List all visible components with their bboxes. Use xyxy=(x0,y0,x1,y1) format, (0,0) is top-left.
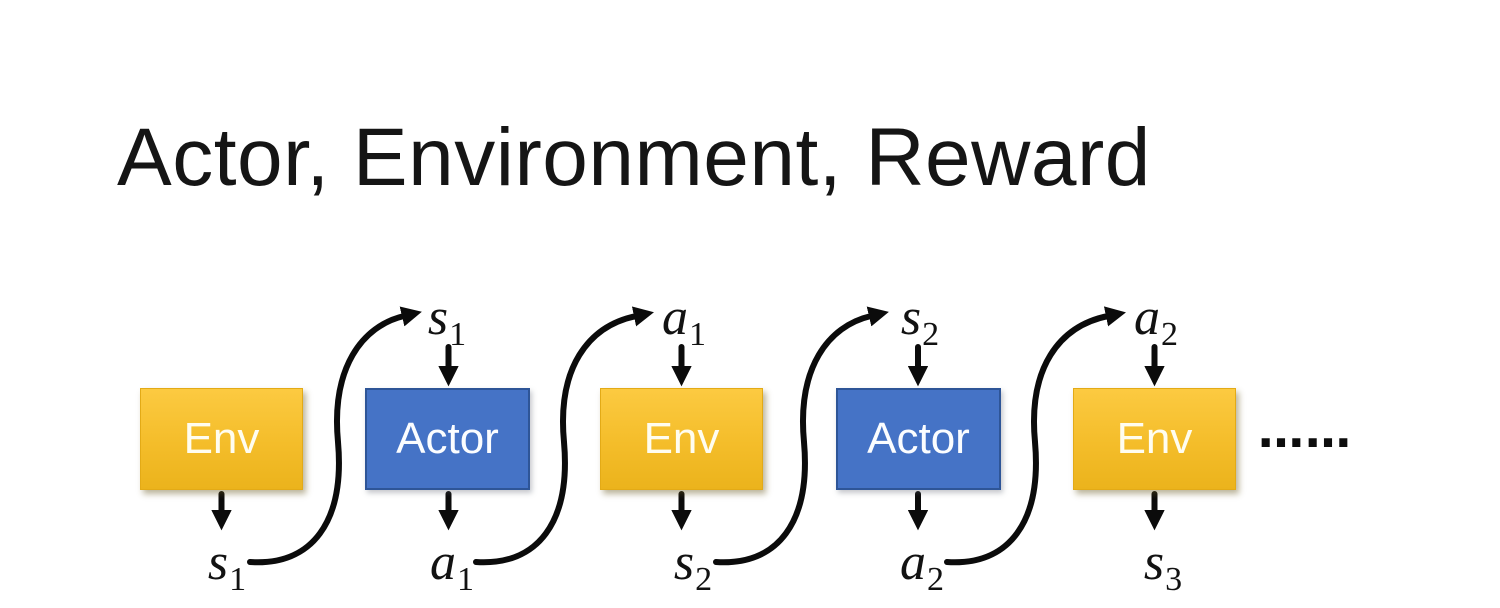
label-a2-bottom-base: a xyxy=(900,534,926,591)
env-box-2: Env xyxy=(600,388,763,490)
label-s2-top: s2 xyxy=(900,289,939,352)
label-a1-bottom: a1 xyxy=(430,534,474,597)
label-a1-bottom-sub: 1 xyxy=(457,561,474,598)
label-s2-bottom-base: s xyxy=(673,534,695,591)
env-box-2-label: Env xyxy=(643,414,720,463)
env-box-3: Env xyxy=(1073,388,1236,490)
label-s3-bottom-base: s xyxy=(1143,534,1165,591)
label-s2-top-sub: 2 xyxy=(922,316,940,353)
label-s1-bottom-sub: 1 xyxy=(229,561,247,598)
actor-box-1: Actor xyxy=(365,388,530,490)
label-s1-top-base: s xyxy=(427,289,449,346)
label-a2-bottom: a2 xyxy=(900,534,944,597)
actor-box-2-label: Actor xyxy=(867,414,970,463)
label-a1-bottom-base: a xyxy=(430,534,456,591)
label-a2-bottom-sub: 2 xyxy=(927,561,944,598)
label-s2-bottom: s2 xyxy=(673,534,712,597)
label-s1-bottom-base: s xyxy=(207,534,229,591)
label-a1-top-sub: 1 xyxy=(689,316,706,353)
curved-arrow-a1 xyxy=(473,306,654,566)
label-s1-bottom: s1 xyxy=(207,534,246,597)
label-a2-top: a2 xyxy=(1134,289,1178,352)
continuation-ellipsis: …… xyxy=(1258,404,1352,458)
label-a2-top-sub: 2 xyxy=(1161,316,1178,353)
label-a2-top-base: a xyxy=(1134,289,1160,346)
env-box-1-label: Env xyxy=(183,414,260,463)
label-a1-top: a1 xyxy=(662,289,706,352)
curved-arrow-s2 xyxy=(713,306,889,566)
label-s2-top-base: s xyxy=(900,289,922,346)
label-a1-top-base: a xyxy=(662,289,688,346)
env-box-1: Env xyxy=(140,388,303,490)
label-s1-top-sub: 1 xyxy=(449,316,467,353)
curved-arrow-a2 xyxy=(944,306,1126,566)
label-s1-top: s1 xyxy=(427,289,466,352)
slide-title: Actor, Environment, Reward xyxy=(117,112,1151,203)
label-s2-bottom-sub: 2 xyxy=(695,561,713,598)
label-s3-bottom: s3 xyxy=(1143,534,1182,597)
actor-box-1-label: Actor xyxy=(396,414,499,463)
label-s3-bottom-sub: 3 xyxy=(1165,561,1183,598)
curved-arrow-s1 xyxy=(247,306,422,566)
actor-box-2: Actor xyxy=(836,388,1001,490)
env-box-3-label: Env xyxy=(1116,414,1193,463)
